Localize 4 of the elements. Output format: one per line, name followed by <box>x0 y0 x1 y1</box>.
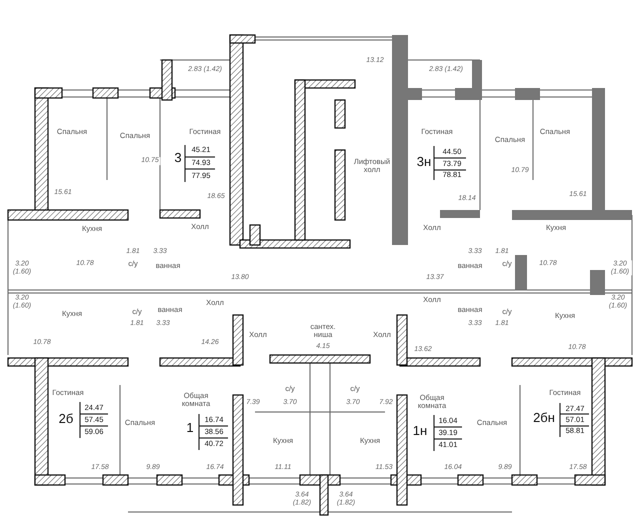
apartment-number: 3н <box>416 154 432 170</box>
apartment-number: 2б <box>58 412 74 426</box>
apartment-number: 3 <box>173 150 183 166</box>
apartment-number: 2бн <box>532 410 556 426</box>
